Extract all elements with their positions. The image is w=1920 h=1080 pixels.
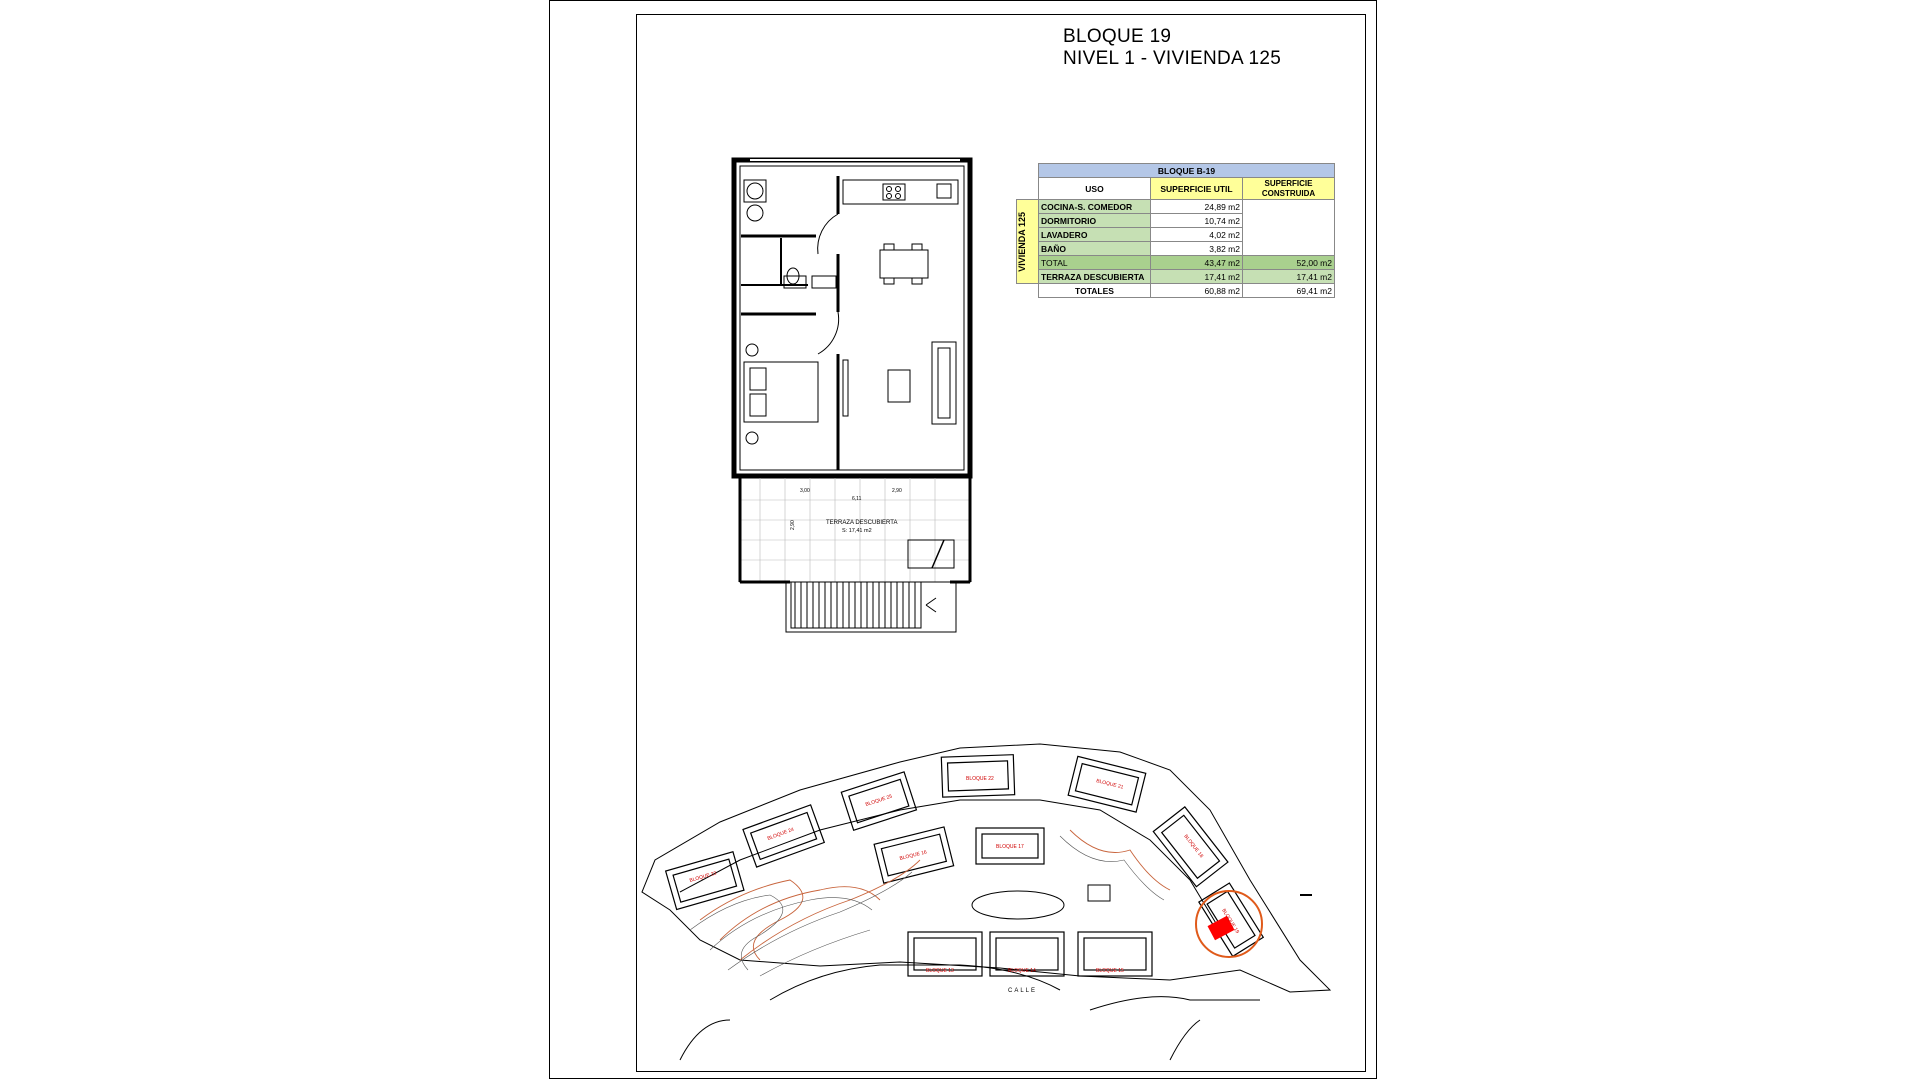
side-label-cell: VIVIENDA 125 <box>1016 199 1039 284</box>
dim-label: 2,90 <box>790 520 796 530</box>
terrace-label: TERRAZA DESCUBIERTA <box>826 520 897 526</box>
block-label: BLOQUE 16 <box>899 849 928 862</box>
totales-util: 60,88 m2 <box>1150 283 1243 298</box>
col-construida-header: SUPERFICIE CONSTRUIDA <box>1242 177 1335 200</box>
unit-highlight <box>1207 915 1235 941</box>
total-construida: 52,00 m2 <box>1242 255 1335 270</box>
dim-label: 6,11 <box>852 496 862 502</box>
area-table: BLOQUE B-19 USO SUPERFICIE UTIL SUPERFIC… <box>1016 163 1335 303</box>
total-util: 43,47 m2 <box>1150 255 1243 270</box>
table-header: BLOQUE B-19 <box>1038 163 1335 178</box>
totales-construida: 69,41 m2 <box>1242 283 1335 298</box>
block-label: BLOQUE 13 <box>926 968 954 974</box>
drawing-frame <box>636 14 1366 1072</box>
block-label: BLOQUE 21 <box>1096 778 1125 791</box>
terraza-util: 17,41 m2 <box>1150 269 1243 284</box>
title-block: BLOQUE 19 <box>1063 26 1172 47</box>
block-label: BLOQUE 17 <box>996 844 1024 850</box>
unit-marker-circle <box>1195 890 1263 958</box>
street-label: CALLE <box>1008 988 1037 994</box>
dim-label: 3,00 <box>800 488 810 494</box>
block-label: BLOQUE 24 <box>767 827 795 842</box>
sheet-title: BLOQUE 19 NIVEL 1 - VIVIENDA 125 <box>1063 26 1281 70</box>
title-level-unit: NIVEL 1 - VIVIENDA 125 <box>1063 48 1282 69</box>
terrace-area: S: 17,41 m2 <box>842 528 872 534</box>
block-label: BLOQUE 25 <box>865 794 893 808</box>
table-row-construida <box>1242 199 1335 256</box>
block-label: BLOQUE 22 <box>966 776 994 782</box>
block-label: BLOQUE 23 <box>689 870 718 883</box>
dim-label: 2,90 <box>892 488 902 494</box>
block-label: BLOQUE 15 <box>1096 968 1124 974</box>
col-util-header: SUPERFICIE UTIL <box>1150 177 1243 200</box>
table-row-uso: LAVADERO <box>1038 227 1151 242</box>
block-label: BLOQUE 14 <box>1008 968 1036 974</box>
